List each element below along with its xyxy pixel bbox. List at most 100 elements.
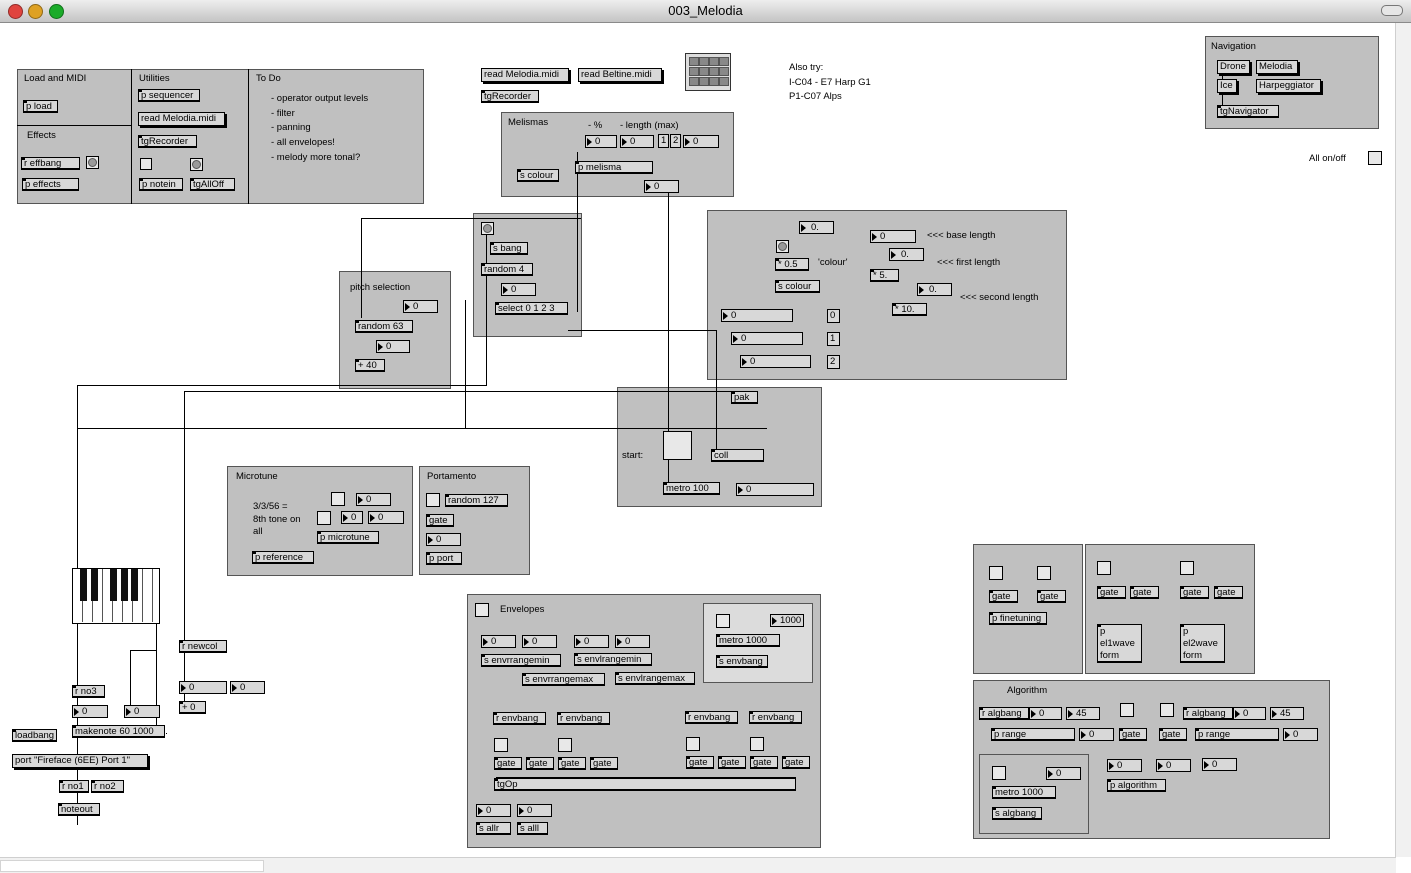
multiply-10-object[interactable]: * 10. (892, 303, 927, 316)
second-length-number[interactable]: 0. (917, 283, 952, 296)
tgrecorder-object[interactable]: tgRecorder (138, 135, 197, 148)
s-allr-object[interactable]: s allr (476, 822, 511, 835)
alloff-bang-button[interactable] (190, 158, 203, 171)
gate-object[interactable]: gate (590, 757, 618, 770)
envelopes-toggle[interactable] (475, 603, 489, 617)
number-box[interactable]: 0 (683, 135, 719, 148)
number-box[interactable]: 0 (72, 705, 108, 718)
algorithm-metro-toggle[interactable] (992, 766, 1006, 780)
tgnavigator-object[interactable]: tgNavigator (1217, 105, 1279, 118)
portamento-toggle[interactable] (426, 493, 440, 507)
vertical-scrollbar[interactable] (1395, 23, 1411, 857)
number-box[interactable]: 0 (356, 493, 391, 506)
gate-object[interactable]: gate (718, 756, 746, 769)
s-alll-object[interactable]: s alll (517, 822, 548, 835)
number-box[interactable]: 0 (481, 635, 516, 648)
number-box[interactable]: 0 (1029, 707, 1062, 720)
r-envbang-object[interactable]: r envbang (749, 711, 802, 724)
r-algbang-object[interactable]: r algbang (979, 707, 1029, 720)
microtune-toggle[interactable] (317, 511, 331, 525)
p-sequencer-object[interactable]: p sequencer (138, 89, 200, 102)
bang-button[interactable] (481, 222, 494, 235)
number-box[interactable]: 0 (341, 511, 363, 524)
number-box[interactable]: 0 (1079, 728, 1114, 741)
metro-100-object[interactable]: metro 100 (663, 482, 720, 495)
number-box[interactable]: 0 (522, 635, 557, 648)
number-box[interactable]: 0 (736, 483, 814, 496)
gate-object[interactable]: gate (526, 757, 554, 770)
gate-object[interactable]: gate (558, 757, 586, 770)
number-box[interactable]: 0 (1283, 728, 1318, 741)
message-2[interactable]: 2 (670, 134, 681, 148)
p-load-object[interactable]: p load (23, 100, 58, 113)
s-envlrangemax-object[interactable]: s envlrangemax (615, 672, 695, 685)
message-0[interactable]: 0 (827, 309, 840, 323)
port-message[interactable]: port "Fireface (6EE) Port 1" (12, 754, 148, 768)
number-box[interactable]: 1000 (770, 614, 804, 627)
select-object[interactable]: select 0 1 2 3 (495, 302, 568, 315)
s-algbang-object[interactable]: s algbang (992, 807, 1042, 820)
message-2[interactable]: 2 (827, 355, 840, 369)
envelope-toggle[interactable] (686, 737, 700, 751)
number-box[interactable]: 0. (799, 221, 834, 234)
random-127-object[interactable]: random 127 (445, 494, 508, 507)
finetune-toggle[interactable] (989, 566, 1003, 580)
number-box[interactable]: 0 (644, 180, 679, 193)
r-newcol-object[interactable]: r newcol (179, 640, 227, 653)
r-no1-object[interactable]: r no1 (59, 780, 89, 793)
r-envbang-object[interactable]: r envbang (493, 712, 546, 725)
number-box[interactable]: 0 (426, 533, 461, 546)
metro-1000-object[interactable]: metro 1000 (992, 786, 1056, 799)
gate-object[interactable]: gate (426, 514, 454, 527)
number-box[interactable]: 0 (179, 681, 227, 694)
multiply-5-object[interactable]: * 5. (870, 269, 899, 282)
number-box[interactable]: 0 (731, 332, 803, 345)
gate-object[interactable]: gate (686, 756, 714, 769)
r-envbang-object[interactable]: r envbang (685, 711, 738, 724)
p-finetuning-object[interactable]: p finetuning (989, 612, 1047, 625)
base-length-number[interactable]: 0 (870, 230, 916, 243)
metro-1000-object[interactable]: metro 1000 (716, 634, 780, 647)
number-box[interactable]: 45 (1270, 707, 1304, 720)
message-1[interactable]: 1 (827, 332, 840, 346)
coll-object[interactable]: coll (711, 449, 764, 462)
finetune-toggle[interactable] (1037, 566, 1051, 580)
p-el1waveform-object[interactable]: p el1wave form (1097, 624, 1142, 663)
number-box[interactable]: 0 (124, 705, 160, 718)
noteout-object[interactable]: noteout (58, 803, 100, 816)
read-melodia-midi-message[interactable]: read Melodia.midi (481, 68, 569, 82)
pak-object[interactable]: pak (731, 391, 758, 404)
number-box[interactable]: 0 (476, 804, 511, 817)
all-onoff-toggle[interactable] (1368, 151, 1382, 165)
number-box[interactable]: 0 (615, 635, 650, 648)
number-box[interactable]: 0 (230, 681, 265, 694)
tgalloff-object[interactable]: tgAllOff (190, 178, 235, 191)
s-envlrangemin-object[interactable]: s envlrangemin (574, 653, 652, 666)
s-envrrangemin-object[interactable]: s envrrangemin (481, 654, 561, 667)
tgrecorder-top-object[interactable]: tgRecorder (481, 90, 539, 103)
close-icon[interactable] (8, 4, 23, 19)
microtune-toggle[interactable] (331, 492, 345, 506)
number-box[interactable]: 0 (1046, 767, 1081, 780)
s-colour-object[interactable]: s colour (517, 169, 559, 182)
minimize-icon[interactable] (28, 4, 43, 19)
gate-object[interactable]: gate (494, 757, 522, 770)
wave-toggle[interactable] (1097, 561, 1111, 575)
gate-object[interactable]: gate (1180, 586, 1209, 599)
p-notein-object[interactable]: p notein (139, 178, 183, 191)
drone-message[interactable]: Drone (1217, 60, 1250, 74)
ice-message[interactable]: Ice (1217, 79, 1237, 93)
number-box[interactable]: 45 (1066, 707, 1100, 720)
grid-icon[interactable] (685, 53, 731, 91)
p-effects-object[interactable]: p effects (22, 178, 79, 191)
plus-0-object[interactable]: + 0 (179, 701, 206, 714)
number-box[interactable]: 0 (517, 804, 552, 817)
envelope-toggle[interactable] (750, 737, 764, 751)
number-box[interactable]: 0 (1202, 758, 1237, 771)
number-box[interactable]: 0 (740, 355, 811, 368)
toolbar-toggle-button[interactable] (1381, 5, 1403, 16)
s-envbang-object[interactable]: s envbang (716, 655, 768, 668)
s-bang-object[interactable]: s bang (490, 242, 528, 255)
message-1[interactable]: 1 (658, 134, 669, 148)
p-range-object[interactable]: p range (991, 728, 1075, 741)
